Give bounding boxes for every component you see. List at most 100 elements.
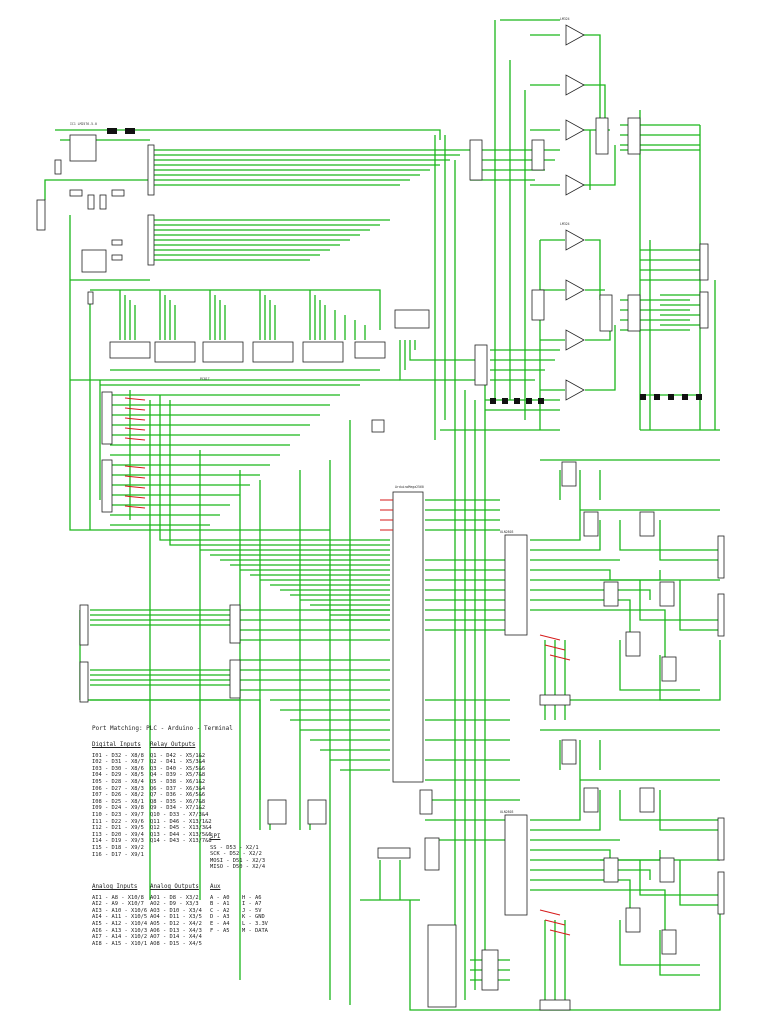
relay-k12: [659, 857, 675, 883]
optocoupler-bank-1: [154, 341, 196, 363]
legend-row: H - A6: [241, 894, 262, 901]
part-labels: IC1 LM2576-5.0 ArduinoMega2560 ULN2803 U…: [70, 17, 570, 814]
legend-row: A - A0: [210, 894, 230, 901]
relays-upper: [561, 461, 677, 682]
legend-row: AI1 - A8 - X10/8: [92, 894, 144, 901]
terminal-x7: [717, 817, 725, 861]
legend-row: SCK - D52 - X2/2: [210, 851, 262, 858]
aux-heading: Aux: [210, 884, 221, 890]
legend-row: Q9 - D34 - X7/1&2: [150, 805, 206, 812]
legend-row: I07 - D26 - X8/2: [92, 792, 144, 799]
wire-network: [44, 19, 721, 1011]
opamp-5: [565, 229, 585, 251]
capacitor-c5: [111, 239, 123, 246]
reset-button: [424, 837, 440, 871]
legend-row: MISO - D50 - X2/4: [210, 864, 266, 871]
resistor-array-analog-2: [229, 659, 241, 699]
relay-k5: [659, 581, 675, 607]
resistor-array-opamp-5: [599, 294, 613, 332]
legend-row: Q11 - D46 - X13/1&2: [150, 818, 212, 825]
port-matching-legend: Port Matching: PLC - Arduino - Terminal …: [92, 725, 292, 966]
legend-row: Q1 - D42 - X5/1&2: [150, 752, 206, 759]
legend-row: Q3 - D40 - X5/5&6: [150, 765, 206, 772]
label-opamp-2: LM324: [560, 222, 570, 226]
legend-row: Q5 - D38 - X6/1&2: [150, 778, 206, 785]
legend-row: AO4 - D11 - X3/5: [150, 914, 202, 921]
relay-k10: [639, 787, 655, 813]
header-j2: [147, 214, 155, 266]
legend-row: I12 - D21 - X9/5: [92, 825, 144, 832]
capacitor-c6: [111, 254, 123, 261]
voltage-reference: [371, 419, 385, 433]
connector-x8: [109, 341, 151, 359]
resistor-array-opamp-6: [627, 294, 641, 332]
legend-row: AI3 - A10 - X10/6: [92, 907, 148, 914]
terminal-x11: [699, 291, 709, 329]
relay-k11: [603, 857, 619, 883]
legend-row: I03 - D30 - X8/6: [92, 765, 144, 772]
legend-row: AO1 - D8 - X3/2: [150, 894, 199, 901]
legend-row: MOSI - D51 - X2/3: [210, 857, 266, 864]
optocoupler-bank-2: [202, 341, 244, 363]
legend-row: D - A3: [210, 914, 230, 921]
relay-outputs-heading: Relay Outputs: [150, 742, 196, 748]
label-arduino: ArduinoMega2560: [395, 485, 424, 489]
resistor-array-opamp-1: [469, 139, 483, 181]
legend-row: I - A7: [241, 901, 262, 908]
led-arrays: [101, 391, 146, 513]
legend-row: AI5 - A12 - X10/4: [92, 920, 148, 927]
regulator-ic: [69, 134, 97, 162]
analog-outputs-heading: Analog Outputs: [150, 884, 199, 890]
relay-k2: [583, 511, 599, 537]
legend-row: I14 - D19 - X9/3: [92, 838, 144, 845]
fuse: [107, 128, 117, 134]
legend-row: I16 - D17 - X9/1: [92, 851, 144, 858]
optocoupler-bank-4: [302, 341, 344, 363]
legend-row: I05 - D28 - X8/4: [92, 778, 144, 785]
legend-row: I02 - D31 - X8/7: [92, 759, 144, 766]
resistor-array-analog-1: [229, 604, 241, 644]
legend-row: I01 - D32 - X8/8: [92, 752, 144, 759]
opamp-7: [565, 329, 585, 351]
opamp-4: [565, 174, 585, 196]
power-terminal: [36, 199, 46, 231]
legend-row: SS - D53 - X2/1: [210, 844, 259, 851]
label-regulator: IC1 LM2576-5.0: [70, 122, 97, 126]
legend-row: C - A2: [210, 907, 230, 914]
legend-row: F - A5: [210, 927, 230, 934]
power-supply-section: [36, 128, 135, 305]
capacitor-row-right: [640, 394, 702, 400]
legend-row: Q6 - D37 - X6/3&4: [150, 785, 206, 792]
legend-row: I04 - D29 - X8/5: [92, 772, 144, 779]
resistor-array-opamp-2: [474, 344, 488, 386]
legend-row: I15 - D18 - X9/2: [92, 844, 144, 851]
legend-row: AI7 - A14 - X10/2: [92, 934, 148, 941]
legend-row: AO5 - D12 - X4/2: [150, 920, 202, 927]
legend-row: Q12 - D45 - X13/3&4: [150, 825, 212, 832]
opamp-6: [565, 279, 585, 301]
digital-inputs-heading: Digital Inputs: [92, 742, 141, 748]
legend-row: M - DATA: [241, 927, 268, 934]
dip-switch-2: [531, 289, 545, 321]
legend-row: AI2 - A9 - X10/7: [92, 901, 144, 908]
opamp-8: [565, 379, 585, 401]
legend-row: I06 - D27 - X8/3: [92, 785, 144, 792]
opamp-1: [565, 24, 585, 46]
label-driver-1: ULN2803: [500, 530, 514, 534]
legend-row: AO3 - D10 - X3/4: [150, 907, 202, 914]
capacitor-c2: [99, 194, 107, 210]
terminal-x10: [699, 243, 709, 281]
uln2803-driver-1: [504, 534, 528, 636]
legend-row: I08 - D25 - X8/1: [92, 798, 144, 805]
legend-row: AO6 - D13 - X4/3: [150, 927, 202, 934]
opamp-section: [469, 24, 709, 404]
resistor-array-analog-3: [267, 799, 287, 825]
label-opamp-1: LM324: [560, 17, 570, 21]
uln2803-driver-2: [504, 814, 528, 916]
terminal-x3: [79, 604, 89, 646]
